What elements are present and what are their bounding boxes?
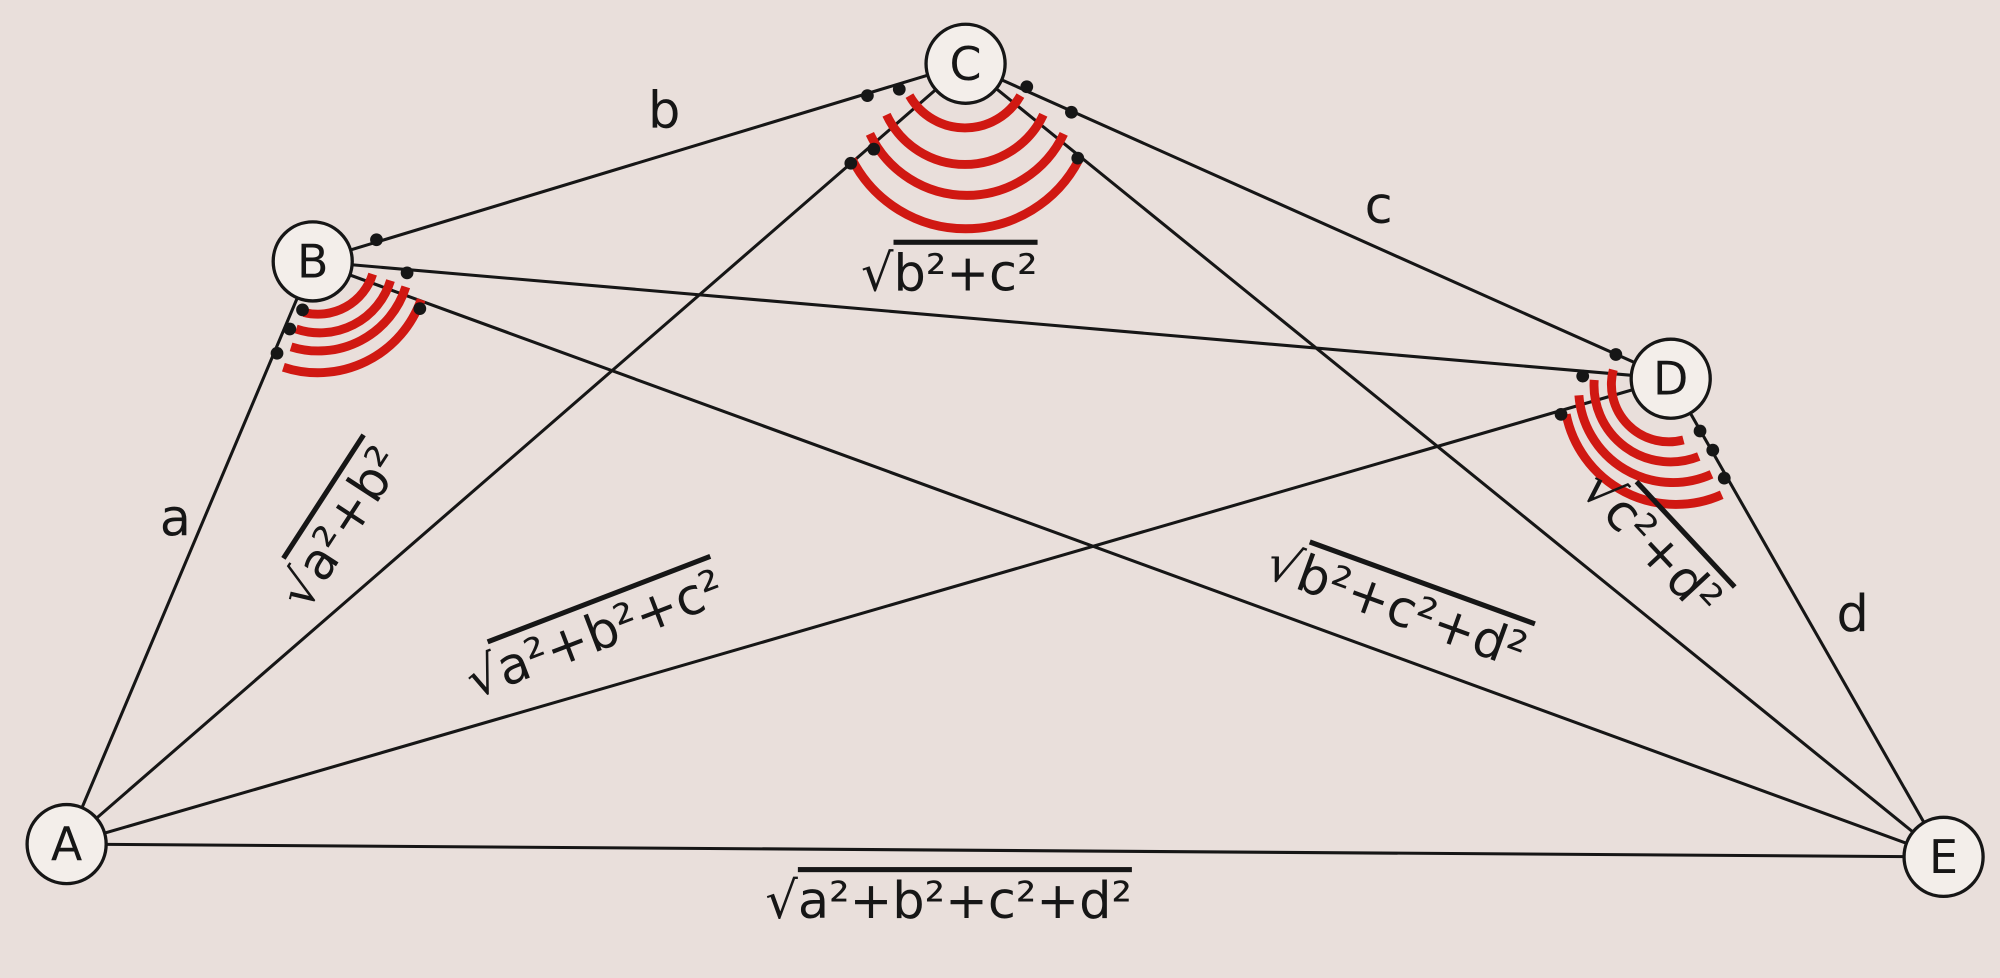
edge-labels: a b c d √b²+c² √a²+b² √a²+b²+c² √b²+c²+d… <box>160 82 1869 932</box>
label-sqrt-a2-b2-c2: √a²+b²+c² <box>458 559 732 711</box>
edge-BD <box>312 259 1671 381</box>
label-sqrt-b2-c2: √b²+c² <box>861 245 1038 304</box>
svg-text:D: D <box>1653 352 1688 406</box>
edge-AE <box>66 842 1944 859</box>
label-c: c <box>1365 177 1393 236</box>
right-angle-marks-B <box>270 233 427 378</box>
edge-DE <box>1669 377 1945 858</box>
label-sqrt-a2-b2: √a²+b² <box>268 436 415 619</box>
label-sqrt-a2-b2-c2-d2: √a²+b²+c²+d² <box>765 872 1132 931</box>
right-angle-marks-C <box>844 80 1085 234</box>
edge-BE <box>312 259 1945 859</box>
svg-text:B: B <box>297 234 328 288</box>
node-A: A <box>25 802 108 886</box>
edges <box>65 62 1945 859</box>
label-b: b <box>648 82 680 141</box>
label-sqrt-b2-c2-d2: √b²+c²+d² <box>1258 533 1534 682</box>
svg-text:E: E <box>1929 830 1958 884</box>
edge-CD <box>964 62 1672 381</box>
edge-AD <box>66 377 1672 846</box>
node-C: C <box>924 22 1007 105</box>
svg-text:A: A <box>51 817 83 871</box>
edge-BC <box>312 62 967 263</box>
label-sqrt-c2-d2: √c²+d² <box>1569 460 1733 629</box>
node-E: E <box>1902 815 1985 899</box>
svg-text:C: C <box>950 37 982 91</box>
edge-AB <box>65 260 315 845</box>
edge-AC <box>65 62 967 846</box>
right-angle-marks-D <box>1554 348 1731 509</box>
label-a: a <box>160 490 191 549</box>
node-B: B <box>271 220 354 303</box>
label-d: d <box>1836 585 1868 644</box>
edge-CE <box>964 62 1945 859</box>
node-D: D <box>1629 337 1712 420</box>
